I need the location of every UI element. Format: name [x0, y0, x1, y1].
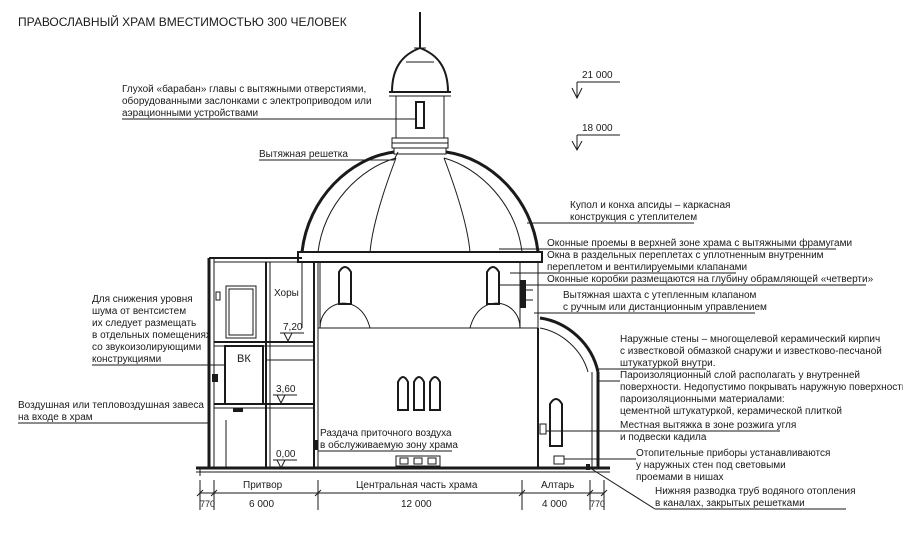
note-curtain-1: Воздушная или тепловоздушная завеса: [18, 400, 204, 411]
note-noise-5: со звукоизолирующими: [92, 342, 201, 353]
note-heat-2: у наружных стен под световыми: [636, 460, 786, 471]
note-noise-6: конструкциями: [92, 354, 161, 365]
note-vapor-3: пароизоляционными материалами:: [620, 394, 785, 405]
level-21000: 21 000: [571, 70, 620, 100]
note-heat-1: Отопительные приборы устанавливаются: [636, 447, 830, 459]
note-dome-2: конструкция с утеплителем: [570, 212, 697, 223]
apse: [537, 316, 600, 470]
note-local-1: Местная вытяжка в зоне розжига угля: [620, 420, 796, 431]
note-grille: Вытяжная решетка: [259, 149, 348, 160]
callout-grille: Вытяжная решетка: [259, 149, 399, 161]
note-shaft-1: Вытяжная шахта с утепленным клапаном: [563, 290, 757, 301]
ground: [196, 466, 610, 476]
callout-walls: Наружные стены – многощелевой керамическ…: [598, 334, 882, 370]
callout-curtain: Воздушная или тепловоздушная завеса на в…: [18, 400, 209, 424]
room-vk-label: ВК: [237, 353, 251, 365]
callout-drum: Глухой «барабан» главы с вытяжными отвер…: [122, 83, 416, 120]
note-walls-3: штукатуркой внутри.: [620, 358, 716, 369]
note-pipe-1: Нижняя разводка труб водяного отопления: [655, 485, 856, 497]
note-curtain-2: на входе в храм: [18, 412, 93, 423]
note-drum-3: аэрационными устройствами: [122, 108, 258, 119]
main-dome: [297, 150, 543, 263]
room-khory-label: Хоры: [274, 288, 299, 299]
drum: [391, 96, 449, 155]
callout-shaft: Вытяжная шахта с утепленным клапаном с р…: [534, 290, 767, 314]
note-noise-3: их следует размещать: [92, 318, 196, 329]
note-drum-2: оборудованными заслонками с электроприво…: [122, 95, 372, 107]
note-heat-3: проемами в нишах: [636, 472, 724, 483]
zone-pritvor-label: Притвор: [243, 480, 283, 491]
callout-local-exhaust: Местная вытяжка в зоне розжига угля и по…: [546, 420, 796, 443]
note-dome-1: Купол и конха апсиды – каркасная: [570, 200, 730, 211]
note-win-4: Оконные коробки размещаются на глубину о…: [547, 273, 874, 285]
note-noise-2: шума от вентсистем: [92, 306, 186, 317]
callout-heating: Отопительные приборы устанавливаются у н…: [564, 447, 830, 483]
note-win-1: Оконные проемы в верхней зоне храма с вы…: [547, 237, 852, 249]
note-vapor-4: цементной штукатуркой, керамической плит…: [620, 406, 842, 417]
zone-altar-label: Алтарь: [541, 480, 574, 491]
callout-supply: Раздача приточного воздуха в обслуживаем…: [318, 428, 458, 452]
level-720: 7,20: [280, 322, 304, 343]
dim-altar: 4 000: [542, 499, 567, 510]
callout-windows: Оконные проемы в верхней зоне храма с вы…: [499, 237, 874, 286]
level-360: 3,60: [273, 384, 297, 405]
note-supply-2: в обслуживаемую зону храма: [320, 439, 458, 451]
note-walls-1: Наружные стены – многощелевой керамическ…: [620, 334, 880, 345]
level-360-label: 3,60: [276, 384, 296, 395]
note-local-2: и подвески кадила: [620, 432, 707, 443]
note-drum-1: Глухой «барабан» главы с вытяжными отвер…: [122, 83, 366, 95]
zone-central-label: Центральная часть храма: [356, 480, 478, 491]
dim-pritvor: 6 000: [249, 499, 274, 510]
note-pipe-2: в каналах, закрытых решетками: [655, 498, 805, 509]
drawing-title: ПРАВОСЛАВНЫЙ ХРАМ ВМЕСТИМОСТЬЮ 300 ЧЕЛОВ…: [18, 14, 347, 29]
level-21000-label: 21 000: [582, 70, 613, 81]
note-walls-2: с известковой обмазкой снаружи и известк…: [620, 345, 882, 357]
narthex-block: [207, 257, 319, 468]
note-win-2: Окна в раздельных переплетах с уплотненн…: [547, 250, 824, 261]
dim-right: 770: [590, 499, 605, 509]
level-000: 0,00: [273, 449, 297, 470]
level-000-label: 0,00: [276, 449, 296, 460]
note-vapor-1: Пароизоляционный слой располагать у внут…: [620, 370, 860, 381]
spire: [414, 12, 426, 49]
callout-pipes: Нижняя разводка труб водяного отопления …: [589, 467, 856, 510]
note-supply-1: Раздача приточного воздуха: [320, 428, 452, 439]
level-18000-label: 18 000: [582, 123, 613, 134]
central-nave: [314, 327, 538, 467]
note-noise-1: Для снижения уровня: [92, 294, 193, 305]
upper-zone: [301, 262, 539, 329]
note-noise-4: в отдельных помещениях: [92, 330, 211, 341]
callout-dome: Купол и конха апсиды – каркасная констру…: [527, 200, 730, 224]
level-18000: 18 000: [571, 123, 620, 152]
cupola: [389, 46, 451, 97]
callout-noise: Для снижения уровня шума от вентсистем и…: [92, 294, 226, 366]
level-720-label: 7,20: [283, 322, 303, 333]
note-vapor-2: поверхности. Недопустимо покрывать наруж…: [620, 382, 903, 393]
dim-central: 12 000: [401, 499, 432, 510]
callout-vapor: Пароизоляционный слой располагать у внут…: [598, 370, 903, 417]
note-shaft-2: с ручным или дистанционным управлением: [563, 302, 767, 313]
dim-left: 770: [200, 499, 215, 509]
dimension-chain: Притвор Центральная часть храма Алтарь 7…: [196, 480, 608, 510]
note-win-3: переплетом и вентилируемыми клапанами: [547, 262, 747, 273]
